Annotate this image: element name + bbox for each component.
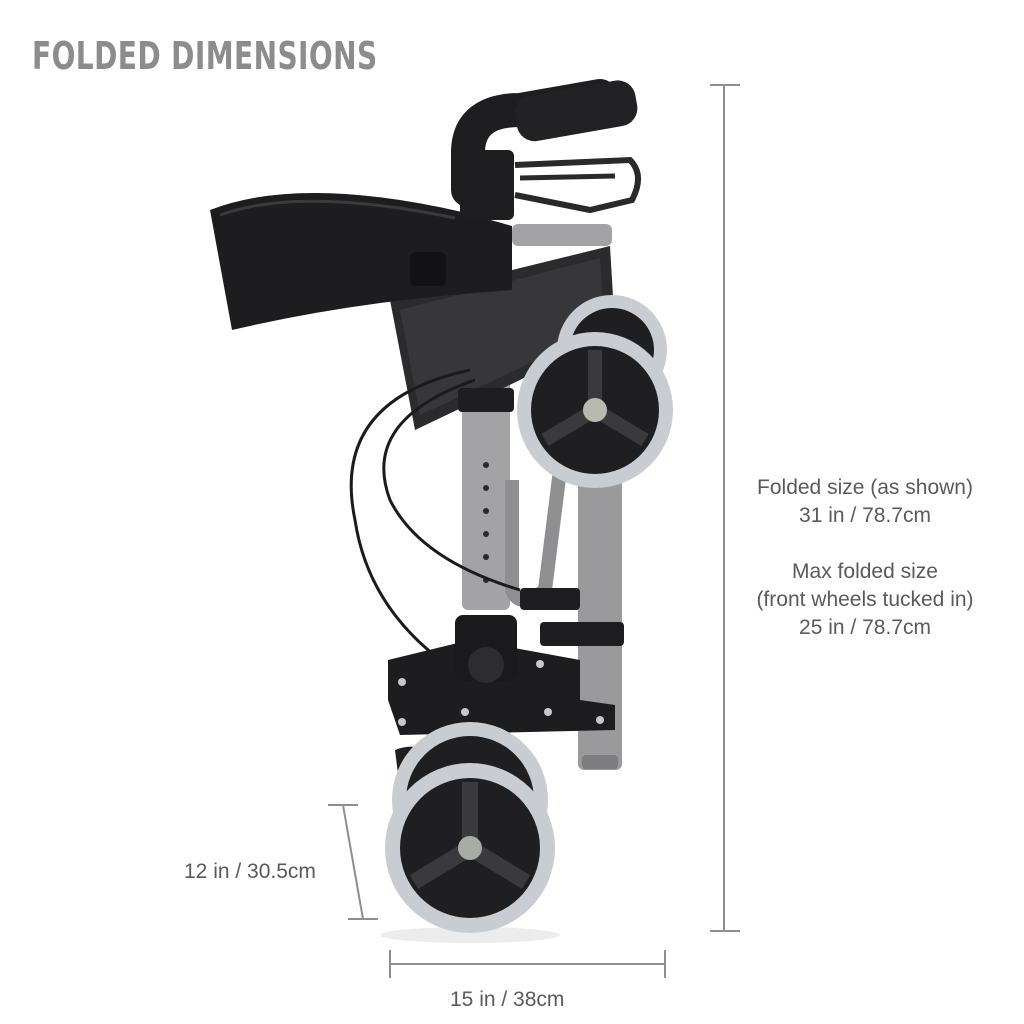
folded-size-value: 31 in / 78.7cm [799, 504, 931, 527]
height-dimension-cap-bottom [710, 930, 740, 932]
depth-label: 15 in / 38cm [450, 988, 565, 1011]
brake-lever [514, 156, 641, 214]
depth-dimension-cap-left [389, 950, 391, 978]
max-folded-size-note: (front wheels tucked in) [756, 588, 974, 611]
fold-bracket [388, 640, 615, 735]
seat-bar [512, 224, 612, 246]
height-dimension-cap-top [710, 84, 740, 86]
brake-cable [349, 368, 471, 682]
height-dimension-line [723, 84, 725, 932]
page-title: FOLDED DIMENSIONS [32, 34, 378, 78]
height-adjust-holes [483, 462, 489, 583]
depth-dimension-cap-right [664, 950, 666, 978]
max-folded-size-info: Max folded size (front wheels tucked in)… [720, 558, 1010, 642]
depth-dimension-line [389, 963, 665, 965]
max-folded-size-value: 25 in / 78.7cm [799, 616, 931, 639]
wheel-height-label: 12 in / 30.5cm [184, 860, 316, 883]
ground-shadow [380, 927, 560, 943]
folded-size-label: Folded size (as shown) [757, 476, 973, 499]
backrest-pad [210, 192, 512, 330]
folded-size-info: Folded size (as shown) 31 in / 78.7cm [720, 474, 1010, 530]
rear-frame-tube [578, 460, 622, 770]
max-folded-size-label: Max folded size [792, 560, 938, 583]
